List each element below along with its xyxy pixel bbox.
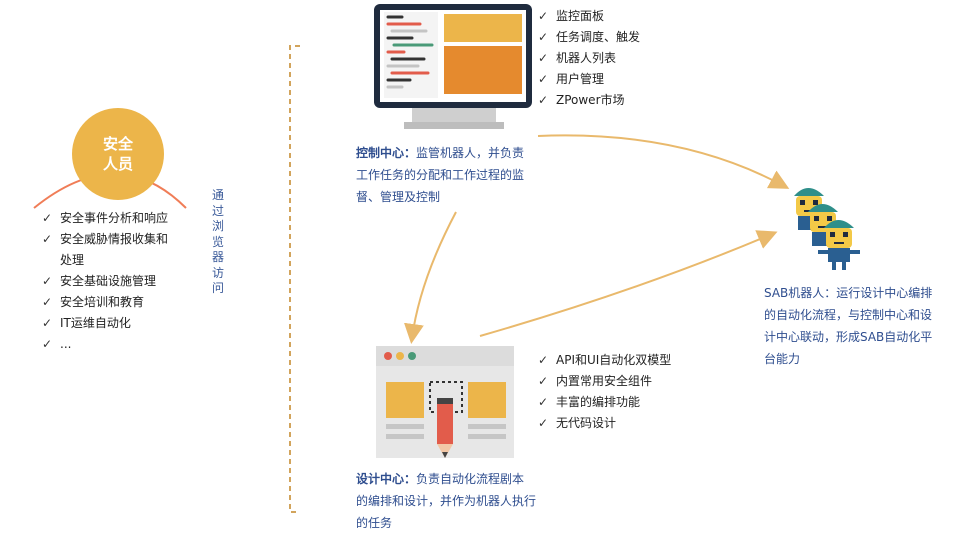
control-center-description: 控制中心：监管机器人，并负责工作任务的分配和工作过程的监督、管理及控制 xyxy=(356,142,536,208)
check-icon: ✓ xyxy=(538,395,549,409)
list-item: ✓IT运维自动化 xyxy=(42,313,172,334)
arrow-control-to-robot xyxy=(537,134,790,189)
arrow-design-to-robot xyxy=(479,230,778,337)
sab-robot-description: SAB机器人：运行设计中心编排的自动化流程，与控制中心和设计中心联动，形成SAB… xyxy=(764,286,933,366)
control-center-features: ✓监控面板 ✓任务调度、触发 ✓机器人列表 ✓用户管理 ✓ZPower市场 xyxy=(538,6,738,111)
control-center-title: 控制中心： xyxy=(356,146,417,160)
check-icon: ✓ xyxy=(538,93,549,107)
security-staff-list: ✓安全事件分析和响应 ✓安全威胁情报收集和处理 ✓安全基础设施管理 ✓安全培训和… xyxy=(42,208,172,355)
check-icon: ✓ xyxy=(538,416,549,430)
list-item: ✓... xyxy=(42,334,172,355)
sab-robots-illustration xyxy=(794,188,860,270)
list-item: ✓ZPower市场 xyxy=(538,90,738,111)
list-item: ✓API和UI自动化双模型 xyxy=(538,350,678,371)
security-staff-title: 安全人员 xyxy=(102,135,133,173)
check-icon: ✓ xyxy=(538,9,549,23)
list-item: ✓机器人列表 xyxy=(538,48,738,69)
list-item: ✓安全培训和教育 xyxy=(42,292,172,313)
arrow-control-to-design xyxy=(404,211,457,344)
check-icon: ✓ xyxy=(42,295,53,309)
list-item: ✓用户管理 xyxy=(538,69,738,90)
design-center-description: 设计中心：负责自动化流程剧本的编排和设计，并作为机器人执行的任务 xyxy=(356,468,536,534)
list-item: ✓安全威胁情报收集和处理 xyxy=(42,229,172,271)
design-window-illustration xyxy=(376,346,514,458)
dashed-bracket xyxy=(289,45,300,513)
list-item: ✓安全事件分析和响应 xyxy=(42,208,172,229)
list-item: ✓无代码设计 xyxy=(538,413,678,434)
list-item: ✓安全基础设施管理 xyxy=(42,271,172,292)
control-center-body: 监管机器人，并负责工作任务的分配和工作过程的监督、管理及控制 xyxy=(356,146,525,204)
check-icon: ✓ xyxy=(42,232,53,246)
list-item: ✓丰富的编排功能 xyxy=(538,392,678,413)
check-icon: ✓ xyxy=(538,72,549,86)
check-icon: ✓ xyxy=(42,211,53,225)
check-icon: ✓ xyxy=(538,51,549,65)
check-icon: ✓ xyxy=(538,353,549,367)
security-staff-node: 安全人员 xyxy=(72,108,164,200)
check-icon: ✓ xyxy=(538,374,549,388)
list-item: ✓监控面板 xyxy=(538,6,738,27)
monitor-illustration xyxy=(374,4,532,129)
design-center-features: ✓API和UI自动化双模型 ✓内置常用安全组件 ✓丰富的编排功能 ✓无代码设计 xyxy=(538,350,678,434)
check-icon: ✓ xyxy=(42,316,53,330)
list-item: ✓任务调度、触发 xyxy=(538,27,738,48)
browser-access-label: 通过浏览器访问 xyxy=(211,188,224,295)
design-center-body: 负责自动化流程剧本的编排和设计，并作为机器人执行的任务 xyxy=(356,472,537,530)
check-icon: ✓ xyxy=(42,274,53,288)
list-item: ✓内置常用安全组件 xyxy=(538,371,678,392)
design-center-title: 设计中心： xyxy=(356,472,417,486)
check-icon: ✓ xyxy=(42,337,53,351)
check-icon: ✓ xyxy=(538,30,549,44)
